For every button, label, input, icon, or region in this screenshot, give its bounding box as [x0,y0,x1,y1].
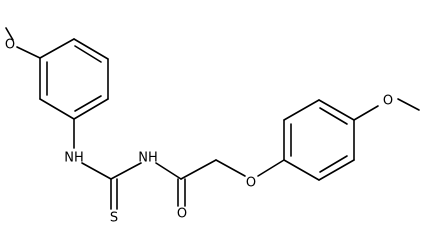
atom-s-thio: S [110,211,118,226]
atom-o-ether: O [246,176,256,191]
atom-o-methoxy-left: O [5,38,15,53]
atom-o-carbonyl: O [177,207,187,222]
bond-ch2-o-ether [215,159,246,177]
atom-o-methoxy-right: O [383,94,393,109]
benzene-ring-right [283,99,355,181]
chemical-structure: O NH NH S O O O [5,27,420,226]
benzene-ring-left [39,38,109,120]
bond-ring-o-right [353,105,379,121]
atom-nh-amide: NH [138,151,158,166]
bond-methyl-left [5,27,14,41]
bond-o-ether-ring [257,159,285,177]
atom-nh-aniline: NH [64,151,84,166]
bond-methyl-right [397,98,420,111]
bond-nh-c-carbonyl [155,162,182,180]
bond-c-ch2 [180,159,217,180]
bond-o-ring-left [16,46,41,59]
bond-nh-c-thio [81,162,112,180]
bond-c-thio-nh [110,162,142,180]
